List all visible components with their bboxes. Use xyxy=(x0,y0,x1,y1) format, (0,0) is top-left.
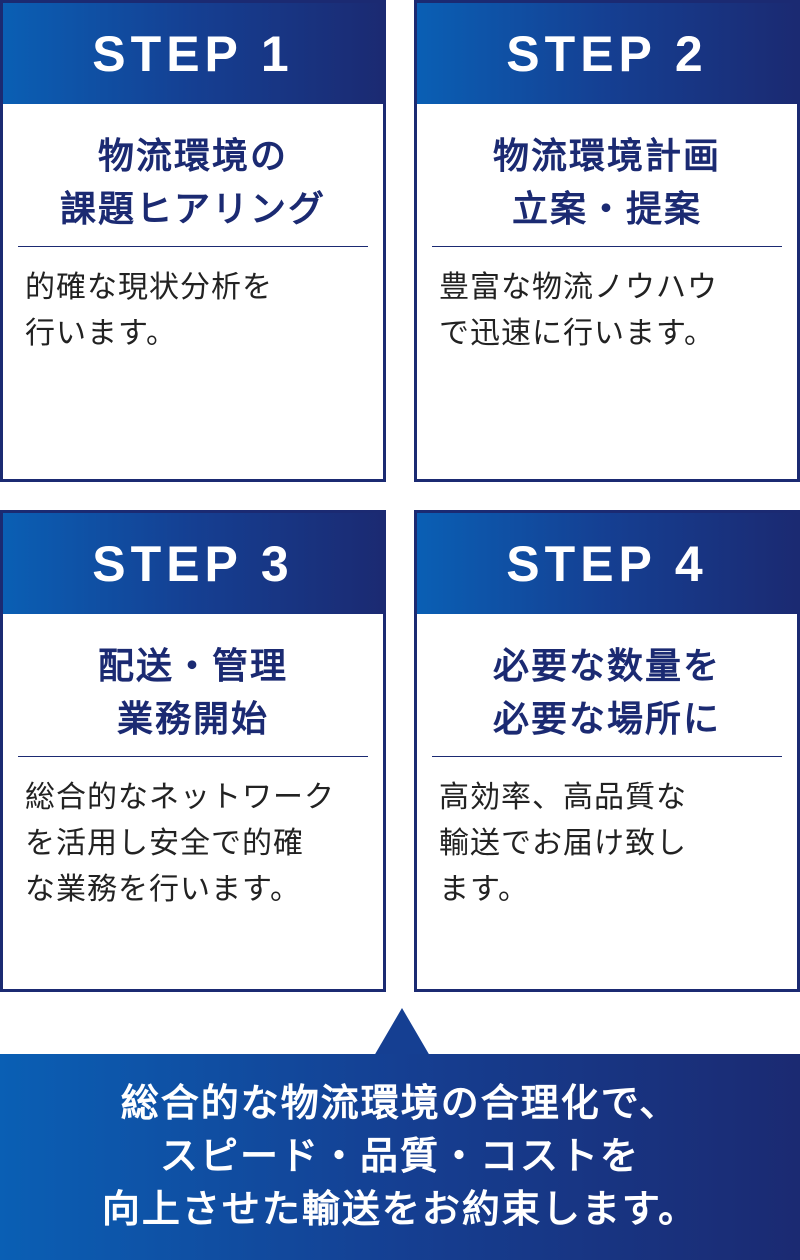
step-title: 配送・管理 業務開始 xyxy=(3,640,383,746)
divider xyxy=(18,756,368,757)
step-description-line: 豊富な物流ノウハウ xyxy=(439,270,718,305)
step-description-line: 総合的なネットワーク xyxy=(25,780,335,815)
step-description-line: ます。 xyxy=(439,872,529,907)
step-title: 必要な数量を 必要な場所に xyxy=(417,640,797,746)
step-title-line: 配送・管理 xyxy=(97,645,288,687)
step-card-2: STEP 2 物流環境計画 立案・提案 豊富な物流ノウハウ で迅速に行います。 xyxy=(414,0,800,482)
step-description: 高効率、高品質な 輸送でお届け致し ます。 xyxy=(439,775,785,913)
step-label: STEP 2 xyxy=(506,25,708,82)
step-label: STEP 4 xyxy=(506,535,708,592)
summary-line: 総合的な物流環境の合理化で、 xyxy=(120,1080,680,1125)
step-label: STEP 1 xyxy=(92,25,294,82)
divider xyxy=(432,756,782,757)
step-card-3: STEP 3 配送・管理 業務開始 総合的なネットワーク を活用し安全で的確 な… xyxy=(0,510,386,992)
summary-banner: 総合的な物流環境の合理化で、 スピード・品質・コストを 向上させた輸送をお約束し… xyxy=(0,1054,800,1260)
summary-arrow-icon xyxy=(374,1008,430,1056)
step-title-line: 業務開始 xyxy=(116,698,269,740)
step-header: STEP 1 xyxy=(3,3,383,104)
step-header: STEP 2 xyxy=(417,3,797,104)
step-title: 物流環境の 課題ヒアリング xyxy=(3,130,383,236)
divider xyxy=(18,246,368,247)
step-description: 総合的なネットワーク を活用し安全で的確 な業務を行います。 xyxy=(25,775,371,913)
step-label: STEP 3 xyxy=(92,535,294,592)
step-title-line: 物流環境計画 xyxy=(492,135,721,177)
step-title-line: 必要な数量を xyxy=(492,645,721,687)
step-title: 物流環境計画 立案・提案 xyxy=(417,130,797,236)
summary-line: 向上させた輸送をお約束します。 xyxy=(101,1186,699,1231)
step-description-line: 高効率、高品質な xyxy=(439,780,687,815)
step-card-4: STEP 4 必要な数量を 必要な場所に 高効率、高品質な 輸送でお届け致し ま… xyxy=(414,510,800,992)
summary-line: スピード・品質・コストを xyxy=(159,1133,640,1178)
step-title-line: 必要な場所に xyxy=(492,698,721,740)
step-header: STEP 3 xyxy=(3,513,383,614)
step-title-line: 物流環境の xyxy=(97,135,288,177)
step-header: STEP 4 xyxy=(417,513,797,614)
step-description-line: で迅速に行います。 xyxy=(439,316,715,351)
step-description-line: を活用し安全で的確 xyxy=(25,826,304,861)
step-description-line: 輸送でお届け致し xyxy=(439,826,687,861)
step-description: 豊富な物流ノウハウ で迅速に行います。 xyxy=(439,265,785,357)
summary-text: 総合的な物流環境の合理化で、 スピード・品質・コストを 向上させた輸送をお約束し… xyxy=(0,1076,800,1235)
divider xyxy=(432,246,782,247)
step-card-1: STEP 1 物流環境の 課題ヒアリング 的確な現状分析を 行います。 xyxy=(0,0,386,482)
step-description: 的確な現状分析を 行います。 xyxy=(25,265,371,357)
step-description-line: 的確な現状分析を xyxy=(25,270,273,305)
step-title-line: 課題ヒアリング xyxy=(59,188,326,230)
step-description-line: 行います。 xyxy=(25,316,177,351)
step-title-line: 立案・提案 xyxy=(511,188,702,230)
step-description-line: な業務を行います。 xyxy=(25,872,301,907)
